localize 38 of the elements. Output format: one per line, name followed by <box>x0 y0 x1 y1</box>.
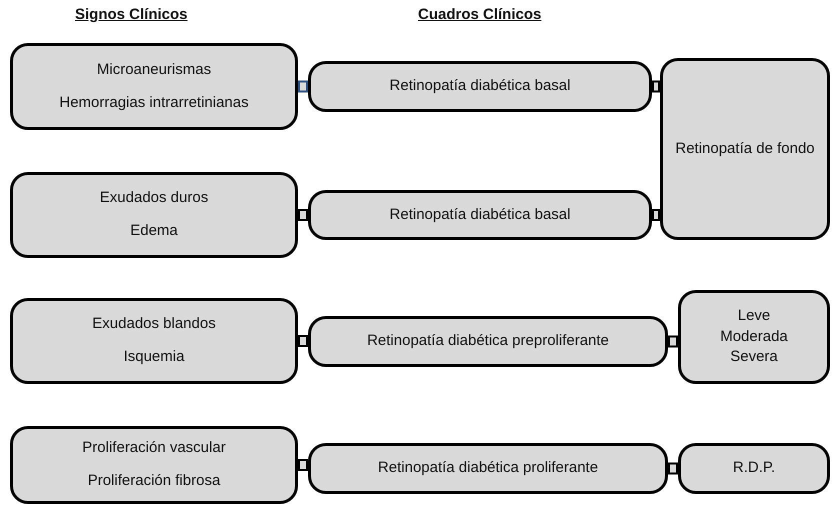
rounded-box <box>308 61 652 112</box>
connector <box>298 209 308 221</box>
connector <box>668 336 678 348</box>
box-text: R.D.P. <box>732 459 776 478</box>
box-text: Hemorragias intrarretinianas <box>59 94 249 112</box>
box-text: Retinopatía diabética basal <box>390 206 570 224</box>
rounded-box <box>10 298 298 384</box>
rounded-box <box>10 426 298 504</box>
box-text: Severa <box>730 348 778 368</box>
connector <box>298 335 308 347</box>
connector <box>298 459 308 471</box>
connector <box>298 80 308 92</box>
box-text: Retinopatía de fondo <box>675 140 815 158</box>
connector <box>652 209 660 221</box>
box-text: Exudados blandos <box>92 315 216 334</box>
box-text: Edema <box>130 222 178 241</box>
box-text: Exudados duros <box>100 189 208 208</box>
box-text: Proliferación vascular <box>82 439 226 458</box>
box-text: Leve <box>738 306 770 326</box>
rounded-box <box>308 190 652 240</box>
box-text: Retinopatía diabética basal <box>390 77 570 96</box>
rounded-box <box>10 43 298 130</box>
rounded-box <box>660 58 830 240</box>
box-text: Microaneurismas <box>96 60 212 80</box>
box-text: Proliferación fibrosa <box>88 472 220 491</box>
rounded-box <box>308 443 668 494</box>
box-text: Retinopatía diabética proliferante <box>378 459 598 478</box>
rounded-box <box>678 290 830 384</box>
rounded-box <box>308 316 668 367</box>
column-heading: Signos Clínicos <box>75 5 188 25</box>
box-text: Isquemia <box>124 348 184 367</box>
connector <box>652 80 660 92</box>
rounded-box <box>678 443 830 494</box>
connector <box>668 462 678 474</box>
box-text: Retinopatía diabética preproliferante <box>367 332 609 351</box>
column-heading: Cuadros Clínicos <box>418 5 542 25</box>
box-text: Moderada <box>720 328 788 346</box>
rounded-box <box>10 172 298 258</box>
